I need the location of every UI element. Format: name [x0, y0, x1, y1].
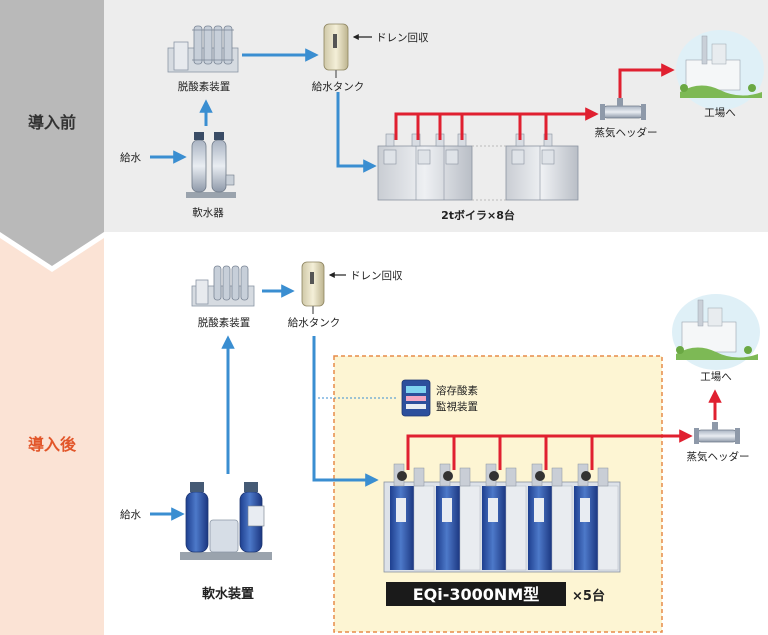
before-feed-water-label: 給水 [120, 151, 141, 164]
before-section-label: 導入前 [28, 113, 76, 132]
after-deaerator-label: 脱酸素装置 [198, 316, 251, 329]
before-deaerator-label: 脱酸素装置 [178, 80, 231, 93]
after-steam-pipes [406, 429, 693, 470]
before-steam-pipes [394, 107, 599, 140]
before-feed-tank [323, 23, 349, 78]
before-arrow-tank-to-boilers [336, 92, 377, 173]
after-band [0, 238, 104, 635]
after-do-monitor-label-2: 監視装置 [436, 400, 478, 413]
after-feed-tank-label: 給水タンク [288, 316, 341, 329]
after-softener [180, 482, 272, 560]
after-drain-label: ドレン回収 [350, 270, 403, 282]
after-do-monitor-label-1: 溶存酸素 [436, 384, 478, 397]
model-label-box [386, 582, 566, 606]
before-factory-icon [676, 30, 764, 110]
after-factory-label: 工場へ [700, 370, 732, 383]
before-steam-header [600, 98, 646, 120]
eqi-boiler-unit [482, 463, 527, 571]
after-feed-tank [301, 261, 325, 314]
after-do-monitor [401, 379, 431, 417]
after-deaerator [191, 265, 255, 307]
after-steam-header [694, 422, 740, 444]
after-section-label: 導入後 [28, 435, 77, 454]
after-steam-header-label: 蒸気ヘッダー [687, 450, 750, 463]
before-band [0, 0, 104, 266]
after-boiler-group [383, 463, 621, 573]
eqi-boiler-unit [528, 463, 573, 571]
after-softener-label: 軟水装置 [202, 586, 254, 602]
eqi-boiler-unit [574, 463, 619, 571]
before-feed-tank-label: 給水タンク [312, 80, 365, 93]
model-name: EQi-3000NM型 [413, 585, 540, 604]
eqi-boiler-unit [390, 463, 435, 571]
before-boiler-group [377, 133, 579, 201]
after-factory-icon [672, 294, 760, 370]
before-deaerator [167, 25, 239, 73]
eqi-boiler-unit [436, 463, 481, 571]
before-boilers-caption: 2tボイラ×8台 [441, 208, 515, 222]
before-softener [186, 132, 236, 198]
before-steam-to-factory [618, 63, 675, 98]
after-arrow-tank-to-boilers [312, 336, 379, 487]
before-softener-label: 軟水器 [192, 206, 224, 219]
after-feed-water-label: 給水 [120, 508, 141, 521]
model-count: ×5台 [572, 588, 605, 604]
before-steam-header-label: 蒸気ヘッダー [595, 126, 658, 139]
before-factory-label: 工場へ [704, 106, 736, 119]
before-drain-label: ドレン回収 [376, 32, 429, 44]
